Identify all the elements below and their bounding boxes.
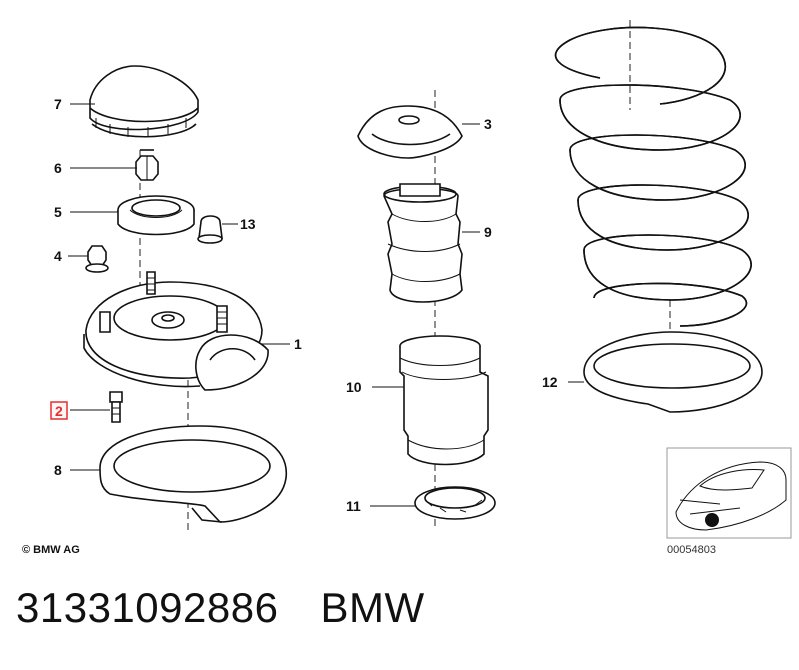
part-13-bush[interactable]: [197, 215, 223, 244]
callout-12: 12: [542, 374, 558, 390]
callout-2[interactable]: 2: [55, 403, 63, 419]
car-locator-thumbnail: [666, 447, 792, 539]
callout-4: 4: [54, 248, 62, 264]
callout-7: 7: [54, 96, 62, 112]
callout-1: 1: [294, 336, 302, 352]
callout-11: 11: [346, 498, 361, 514]
part-12-spring-pad[interactable]: [583, 331, 763, 413]
brand-label: BMW: [320, 584, 425, 631]
part-number: 31331092886: [16, 584, 279, 631]
part-9-bump-stop[interactable]: [383, 183, 463, 303]
callout-3: 3: [484, 116, 492, 132]
part-3-cup-washer[interactable]: [357, 105, 463, 159]
highlight-box-2: [50, 401, 68, 420]
part-5-bearing[interactable]: [117, 195, 195, 236]
part-1-strut-mount[interactable]: [83, 271, 269, 391]
callout-9: 9: [484, 224, 492, 240]
part-11-retaining-ring[interactable]: [414, 486, 496, 520]
part-2-bolt[interactable]: [109, 391, 123, 423]
callout-6: 6: [54, 160, 62, 176]
callout-10: 10: [346, 379, 362, 395]
footer-caption: 31331092886 BMW: [16, 584, 467, 632]
part-6-nut[interactable]: [135, 149, 159, 181]
copyright-text: © BMW AG: [22, 544, 80, 556]
part-spring-coil[interactable]: [554, 26, 752, 327]
callout-5: 5: [54, 204, 62, 220]
part-4-collar-nut[interactable]: [85, 245, 109, 273]
leader-lines: [68, 103, 584, 507]
diagram-reference: 00054803: [667, 544, 716, 556]
callout-8: 8: [54, 462, 62, 478]
part-7-cap[interactable]: [89, 65, 199, 138]
callout-13: 13: [240, 216, 256, 232]
part-10-dust-cover[interactable]: [399, 335, 489, 466]
locator-dot-icon: [705, 513, 719, 527]
part-8-spring-pad[interactable]: [99, 425, 287, 523]
